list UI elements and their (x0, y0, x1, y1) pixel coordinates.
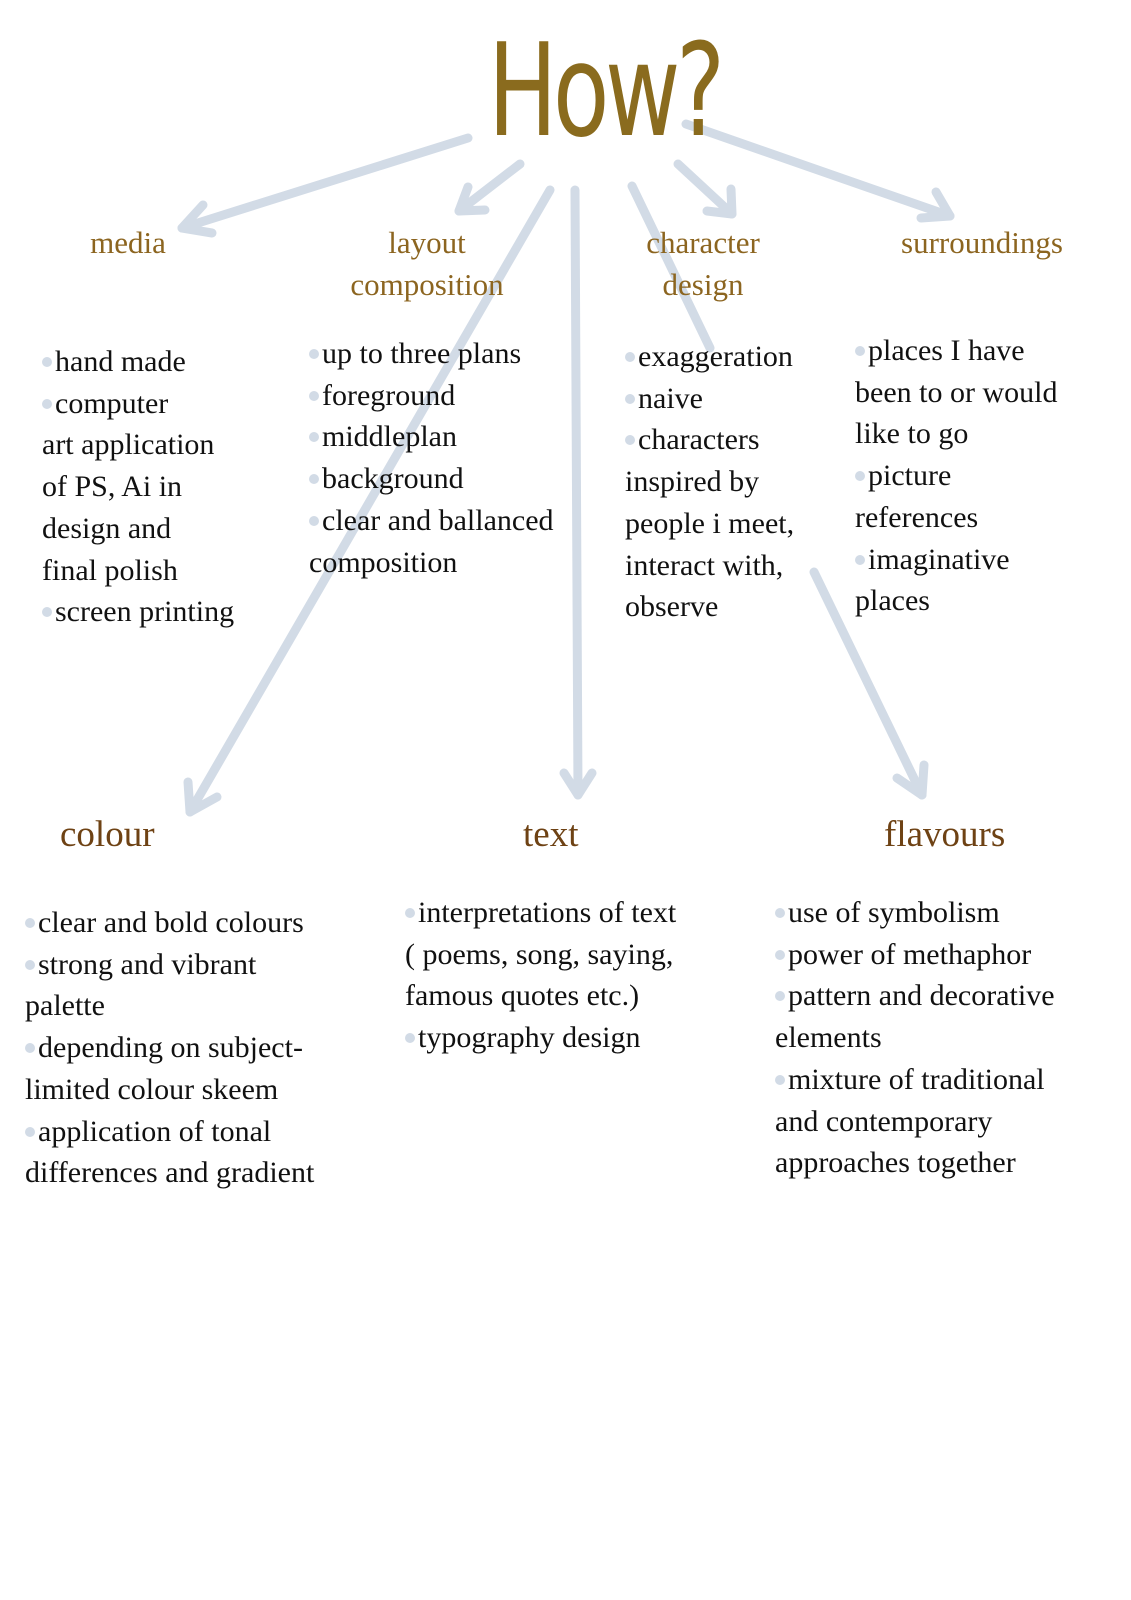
bullet-dot (309, 432, 319, 443)
list-item: picture references (855, 459, 979, 534)
bullet-dot (775, 908, 785, 918)
list-item: clear and ballanced composition (309, 503, 554, 579)
bullet-dot (775, 991, 785, 1002)
bullet-dot (625, 393, 635, 404)
list-item: hand made (42, 341, 322, 383)
list-item: foreground (309, 375, 609, 417)
flavours-list: use of symbolism power of methaphor patt… (775, 892, 1110, 1184)
list-item: interpretations of text ( poems, song, s… (405, 896, 677, 1013)
bullet-dot (42, 357, 52, 367)
list-item: background (309, 458, 609, 500)
text-list: interpretations of text ( poems, song, s… (405, 892, 735, 1059)
bullet-dot (855, 554, 865, 565)
bullet-dot (25, 1043, 35, 1054)
heading-colour: colour (60, 814, 155, 855)
list-item: mixture of traditional and contemporary … (775, 1062, 1045, 1180)
list-item: up to three plans (309, 333, 609, 375)
surroundings-list: places I have been to or would like to g… (855, 330, 1105, 622)
list-item: places I have been to or would like to g… (855, 334, 1058, 451)
list-item: middleplan (309, 416, 609, 458)
bullet-dot (25, 918, 35, 928)
arrow-to-colour (183, 185, 555, 817)
bullet-dot (625, 352, 635, 362)
heading-media: media (90, 225, 166, 260)
layout-list: up to three plans foreground middleplan … (309, 333, 609, 583)
page-title: How? (488, 17, 725, 166)
colour-list: clear and bold colours strong and vibran… (25, 902, 380, 1194)
bullet-dot (775, 949, 785, 960)
list-item: typography design (405, 1017, 735, 1059)
list-item: application of tonal differences and gra… (25, 1114, 315, 1190)
list-item: imaginative places (855, 542, 1010, 618)
list-item: screen printing (42, 591, 322, 633)
list-item: strong and vibrant palette (25, 947, 257, 1023)
bullet-dot (855, 346, 865, 356)
bullet-dot (855, 471, 865, 482)
list-item: exaggeration (625, 336, 840, 378)
media-list: hand made computer art application of PS… (42, 341, 322, 633)
arrow-to-flavours (809, 567, 929, 800)
list-item: clear and bold colours (25, 902, 380, 944)
arrow-to-text (559, 185, 597, 800)
arrow-to-layout (454, 159, 525, 216)
list-item: naive (625, 378, 840, 420)
bullet-dot (625, 435, 635, 446)
heading-character-design: character design (646, 225, 760, 302)
arrow-to-surroundings (681, 119, 955, 223)
heading-text: text (523, 814, 579, 855)
arrow-to-media (177, 133, 473, 238)
bullet-dot (42, 607, 52, 618)
character-list: exaggeration naive characters inspired b… (625, 336, 840, 628)
bullet-dot (25, 959, 35, 970)
list-item: pattern and decorative elements (775, 979, 1055, 1055)
list-item: computer art application of PS, Ai in de… (42, 386, 215, 587)
bullet-dot (309, 390, 319, 401)
list-item: characters inspired by people i meet, in… (625, 423, 795, 624)
bullet-dot (309, 515, 319, 526)
bullet-dot (405, 908, 415, 918)
bullet-dot (309, 349, 319, 359)
bullet-dot (775, 1074, 785, 1085)
bullet-dot (25, 1126, 35, 1137)
bullet-dot (42, 398, 52, 409)
bullet-dot (405, 1033, 415, 1044)
list-item: power of methaphor (775, 934, 1110, 976)
heading-flavours: flavours (884, 814, 1006, 855)
list-item: use of symbolism (775, 892, 1110, 934)
arrow-to-character (627, 181, 715, 353)
bullet-dot (309, 474, 319, 485)
arrow-to-character-head (673, 159, 737, 219)
list-item: depending on subject- limited colour ske… (25, 1031, 303, 1106)
heading-layout-composition: layout composition (350, 225, 504, 302)
heading-surroundings: surroundings (901, 225, 1063, 260)
